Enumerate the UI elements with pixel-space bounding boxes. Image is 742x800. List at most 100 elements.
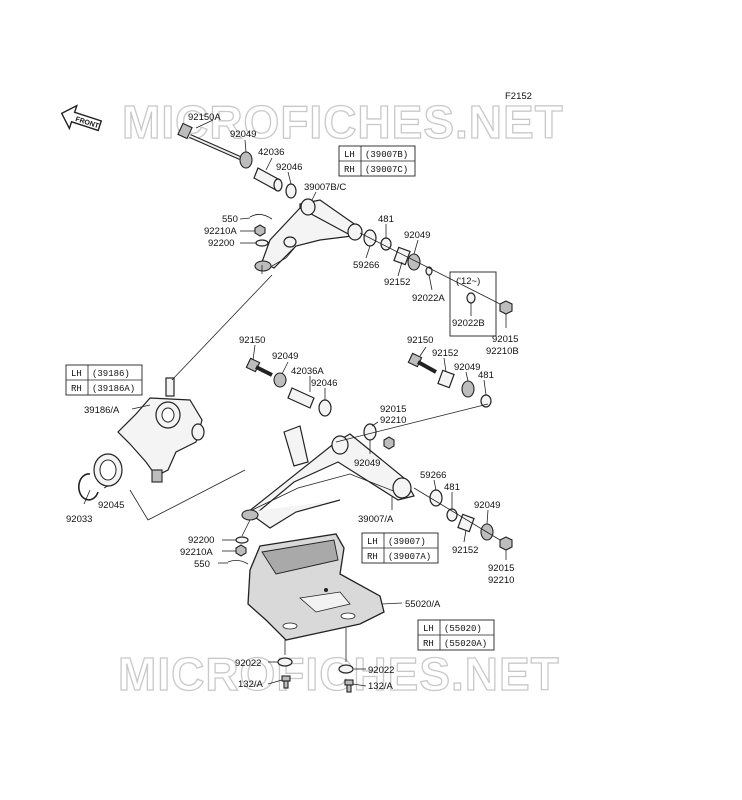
watermark-bottom: MICROFICHES.NET bbox=[118, 648, 560, 700]
cotter-pin-550-upper bbox=[249, 214, 273, 220]
bolt-92150-lower-right bbox=[407, 352, 437, 374]
year-note-box bbox=[449, 271, 497, 337]
nut-92015-upper bbox=[499, 300, 513, 315]
label-59266: 59266 bbox=[420, 470, 446, 481]
table-side-rh: RH bbox=[71, 384, 82, 394]
upper-arm-39007BC bbox=[254, 198, 363, 272]
label-92049: 92049 bbox=[354, 458, 380, 469]
knuckle-39186A bbox=[117, 377, 205, 483]
table-part-rh: (39186A) bbox=[92, 384, 135, 394]
washer-92022-right bbox=[338, 664, 354, 674]
leader-lines bbox=[83, 119, 507, 687]
label-year-note: ('12~) bbox=[456, 276, 480, 287]
nut-92015-lower-front bbox=[383, 436, 395, 450]
washer-92022-left bbox=[277, 657, 293, 667]
label-92015: 92015 bbox=[380, 404, 406, 415]
label-92210: 92210 bbox=[488, 575, 514, 586]
table-part-rh: (39007C) bbox=[365, 165, 408, 175]
label-92049: 92049 bbox=[454, 362, 480, 373]
label-132A: 132/A bbox=[368, 681, 393, 692]
table-part-rh: (55020A) bbox=[444, 639, 487, 649]
label-92200: 92200 bbox=[208, 238, 234, 249]
table-lower-arm: LH (39007) RH (39007A) bbox=[361, 532, 439, 564]
label-92210B: 92210B bbox=[486, 346, 519, 357]
washer-92049-upper bbox=[239, 151, 253, 169]
table-side-lh: LH bbox=[344, 150, 355, 160]
label-92046: 92046 bbox=[276, 162, 302, 173]
sleeve-92152-upper bbox=[393, 246, 411, 266]
table-part-lh: (39007) bbox=[388, 537, 426, 547]
label-42036A: 42036A bbox=[291, 366, 324, 377]
label-39007BC: 39007B/C bbox=[304, 182, 346, 193]
sleeve-92152-lower-rear bbox=[437, 369, 455, 389]
label-92049: 92049 bbox=[272, 351, 298, 362]
table-side-rh: RH bbox=[423, 639, 434, 649]
table-upper-arm: LH (39007B) RH (39007C) bbox=[338, 145, 416, 177]
lower-arm-39007A bbox=[241, 425, 415, 529]
washer-92049-upper-right bbox=[407, 253, 421, 271]
table-side-lh: LH bbox=[71, 369, 82, 379]
table-skid: LH (55020) RH (55020A) bbox=[417, 619, 495, 651]
table-side-lh: LH bbox=[367, 537, 378, 547]
bearing-92045 bbox=[93, 453, 123, 487]
label-132A: 132/A bbox=[238, 679, 263, 690]
label-92022B: 92022B bbox=[452, 318, 485, 329]
label-481: 481 bbox=[444, 482, 460, 493]
table-part-lh: (39007B) bbox=[365, 150, 408, 160]
label-92049: 92049 bbox=[404, 230, 430, 241]
table-part-rh: (39007A) bbox=[388, 552, 431, 562]
label-92049: 92049 bbox=[230, 129, 256, 140]
sleeve-42036 bbox=[253, 167, 283, 192]
label-550: 550 bbox=[222, 214, 238, 225]
label-92015: 92015 bbox=[492, 334, 518, 345]
nut-92210A-lower bbox=[235, 544, 247, 557]
bolt-132A-right bbox=[344, 679, 354, 693]
front-arrow-icon: FRONT bbox=[60, 104, 103, 132]
skid-plate-55020A bbox=[247, 533, 385, 641]
bushing-lower-front bbox=[363, 423, 377, 441]
sleeve-92152-lower bbox=[457, 513, 475, 533]
washer-92200-lower bbox=[235, 536, 249, 544]
bolt-92150-lower-left bbox=[245, 357, 273, 377]
label-92022: 92022 bbox=[368, 665, 394, 676]
label-92200: 92200 bbox=[188, 535, 214, 546]
label-92046: 92046 bbox=[311, 378, 337, 389]
label-92152: 92152 bbox=[384, 277, 410, 288]
figure-code: F2152 bbox=[505, 91, 532, 102]
part-labels: 92150A 92049 42036 92046 39007B/C 550 92… bbox=[66, 112, 519, 692]
nut-92210A-upper bbox=[254, 224, 266, 237]
label-92045: 92045 bbox=[98, 500, 124, 511]
washer-92200-upper bbox=[255, 239, 269, 247]
label-92150A: 92150A bbox=[188, 112, 221, 123]
nut-92015-lower bbox=[499, 536, 513, 551]
table-knuckle: LH (39186) RH (39186A) bbox=[65, 364, 143, 396]
label-39007A: 39007/A bbox=[358, 514, 394, 525]
label-55020A: 55020/A bbox=[405, 599, 441, 610]
table-side-rh: RH bbox=[367, 552, 378, 562]
label-92152: 92152 bbox=[452, 545, 478, 556]
label-92150: 92150 bbox=[407, 335, 433, 346]
sleeve-42036A bbox=[287, 387, 315, 409]
label-92150: 92150 bbox=[239, 335, 265, 346]
table-side-lh: LH bbox=[423, 624, 434, 634]
label-59266: 59266 bbox=[353, 260, 379, 271]
label-92022: 92022 bbox=[235, 658, 261, 669]
bushing-92046-lower bbox=[318, 399, 332, 417]
washer-92049-lower-left bbox=[273, 372, 287, 388]
table-side-rh: RH bbox=[344, 165, 355, 175]
bushing-92046-upper bbox=[285, 183, 297, 199]
label-481: 481 bbox=[478, 370, 494, 381]
washer-92022B bbox=[466, 292, 476, 304]
label-92033: 92033 bbox=[66, 514, 92, 525]
label-92210A: 92210A bbox=[204, 226, 237, 237]
label-92210A: 92210A bbox=[180, 547, 213, 558]
label-42036: 42036 bbox=[258, 147, 284, 158]
label-92022A: 92022A bbox=[412, 293, 445, 304]
bolt-92150A bbox=[177, 122, 241, 160]
label-481: 481 bbox=[378, 214, 394, 225]
label-92152: 92152 bbox=[432, 348, 458, 359]
bolt-132A-left bbox=[281, 675, 291, 689]
cotter-pin-550-lower bbox=[227, 560, 249, 565]
table-part-lh: (55020) bbox=[444, 624, 482, 634]
washer-92049-lower-rear bbox=[461, 380, 475, 398]
